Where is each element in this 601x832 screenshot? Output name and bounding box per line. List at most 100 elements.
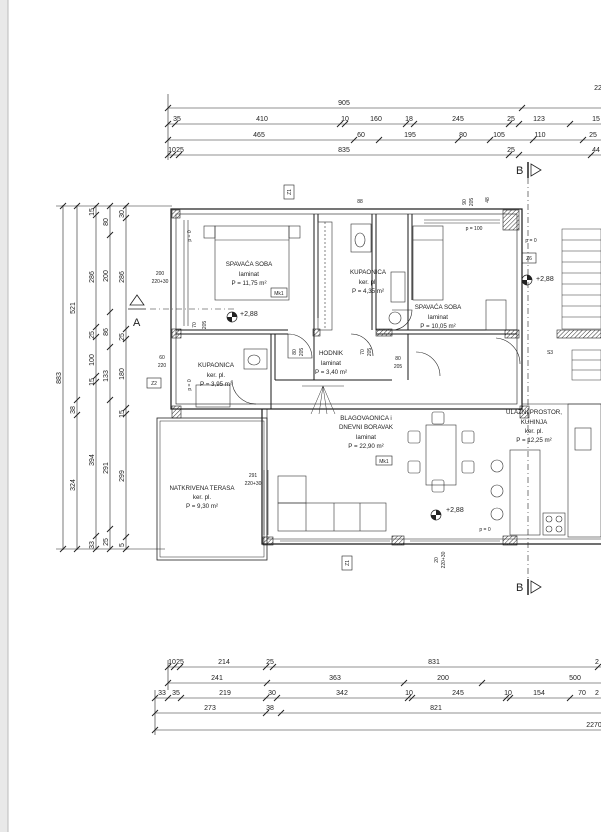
room-bedroom-2: SPAVAĆA SOBA laminat P = 10,05 m²: [415, 304, 462, 330]
room-floor: ker. pl.: [193, 494, 212, 501]
dim-label: 286: [119, 271, 126, 283]
dim-label: 38: [266, 705, 274, 712]
room-name: NATKRIVENA TERASA: [169, 485, 235, 492]
dim-label: 110: [534, 132, 545, 139]
room-floor: laminat: [321, 360, 341, 367]
room-floor: laminat: [356, 434, 376, 441]
level-label: +2,88: [446, 507, 464, 514]
dim-label: 835: [338, 147, 350, 154]
level-marker: +2,88: [430, 507, 464, 521]
room-name: SPAVAĆA SOBA: [226, 261, 273, 268]
level-marker: +2,88: [226, 311, 258, 323]
opening-label: 291: [249, 473, 258, 479]
level-marker: +2,88: [521, 274, 554, 286]
opening-label: 70: [360, 349, 366, 355]
opening-label: 48: [485, 197, 491, 203]
room-name: BLAGOVAONICA i: [340, 415, 391, 422]
dim-label: 80: [103, 218, 110, 226]
dim-label: 86: [103, 328, 110, 336]
dim-905: 905: [338, 100, 350, 107]
section-b-label: B: [516, 582, 523, 594]
room-area: P = 11,75 m²: [231, 280, 266, 287]
room-floor: laminat: [428, 314, 448, 321]
dim-label: 10: [168, 147, 176, 154]
dim-label: 15: [592, 116, 600, 123]
dim-label: 273: [204, 705, 216, 712]
opening-label: 205: [202, 321, 208, 330]
section-b-marker-bottom: B: [516, 579, 542, 595]
dim-label: 60: [357, 132, 365, 139]
dim-label: 410: [256, 116, 268, 123]
dim-label: 2270: [586, 722, 601, 729]
level-label: +2,88: [240, 311, 258, 318]
dim-label: 195: [404, 132, 416, 139]
stairs: [561, 228, 601, 381]
opening-annotations: 200 220+30 60 220 291 220+30 20 220+30 4…: [152, 197, 537, 568]
opening-label: 220+30: [441, 551, 447, 568]
room-bathroom-2: KUPAONICA ker. pl. P = 3,95 m²: [198, 362, 235, 388]
room-entry-kitchen: ULAZNI PROSTOR, KUHINJA ker. pl. P = 12,…: [506, 409, 562, 444]
bottom-dimensions: [154, 660, 601, 735]
dim-label: 22: [594, 85, 601, 92]
opening-label: 70: [192, 322, 198, 328]
room-name: DNEVNI BORAVAK: [339, 424, 394, 431]
windows: [183, 219, 500, 542]
dim-label: 25: [266, 659, 274, 666]
opening-label: 205: [299, 348, 305, 357]
dim-label: 465: [253, 132, 265, 139]
dim-label: 100: [89, 354, 96, 366]
tag-z1: Z1: [287, 189, 293, 195]
dim-label: 25: [589, 132, 597, 139]
dim-label: 35: [172, 690, 180, 697]
tag-s3: S3: [547, 350, 553, 356]
dim-label: 299: [119, 470, 126, 482]
section-a-marker: A: [128, 294, 146, 329]
section-b-label: B: [516, 165, 523, 177]
dim-label: 105: [493, 132, 505, 139]
opening-label: 200: [156, 271, 165, 277]
room-hallway: HODNIK laminat P = 3,40 m²: [315, 350, 347, 376]
dim-label: 25: [89, 331, 96, 339]
dim-label: 180: [119, 368, 126, 380]
left-dimension-ticks: [59, 202, 130, 553]
dim-label: 200: [103, 270, 110, 282]
dim-label: 241: [211, 675, 223, 682]
room-bathroom-1: KUPAONICA ker. pl. P = 4,35 m²: [350, 269, 387, 295]
left-dimension-labels: 883 521 38 324 15 286 25 100 15 394 33 8…: [56, 208, 126, 549]
room-floor: ker. pl.: [525, 428, 544, 435]
dim-label: 10: [341, 116, 349, 123]
opening-label: 80: [292, 349, 298, 355]
dim-label: 291: [103, 462, 110, 474]
doors: [231, 309, 521, 405]
room-floor: ker. pl.: [207, 372, 226, 379]
room-area: P = 9,30 m²: [186, 503, 218, 510]
top-dimension-labels: 905 22 35 410 10 160 18 245 25 123 15 46…: [168, 85, 601, 154]
room-name: KUPAONICA: [198, 362, 235, 369]
room-floor: laminat: [239, 271, 259, 278]
dim-label: 25: [507, 147, 515, 154]
opening-label: 205: [469, 198, 475, 207]
level-markers: +2,88 +2,88 +2,88: [226, 274, 554, 521]
parapet-label: p = 100: [466, 226, 483, 232]
dim-label: 363: [329, 675, 341, 682]
dim-label: 30: [119, 210, 126, 218]
dim-label: 2: [595, 659, 599, 666]
opening-label: 205: [394, 364, 403, 370]
top-dimensions: [167, 94, 601, 160]
dim-label: 10: [168, 659, 176, 666]
dim-label: 25: [103, 538, 110, 546]
tag-mk1: Mk1: [274, 291, 284, 297]
room-name: ULAZNI PROSTOR,: [506, 409, 562, 416]
room-area: P = 22,90 m²: [348, 443, 383, 450]
opening-label: 220: [158, 363, 167, 369]
dim-label: 10: [504, 690, 512, 697]
parapet-label: p = 0: [187, 379, 193, 390]
level-label: +2,88: [536, 276, 554, 283]
dim-label: 25: [176, 147, 184, 154]
dim-label: 15: [119, 410, 126, 418]
opening-label: 80: [395, 356, 401, 362]
dim-label: 521: [70, 302, 77, 314]
left-dimensions: [56, 205, 172, 550]
opening-label: 20: [434, 557, 440, 563]
dim-label: 30: [268, 690, 276, 697]
